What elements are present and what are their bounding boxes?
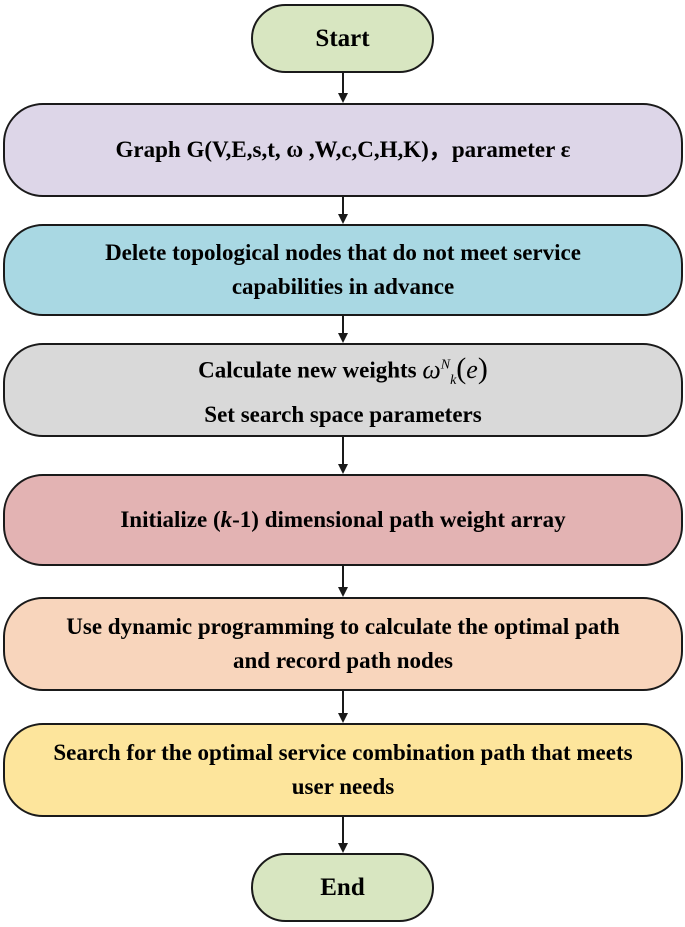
- init-pre: Initialize (: [120, 507, 221, 532]
- graph-input-node: Graph G(V,E,s,t, ω ,W,c,C,H,K)，parameter…: [3, 103, 683, 197]
- search-line-1: Search for the optimal service combinati…: [53, 740, 633, 765]
- formula-symbol: ω: [422, 354, 441, 384]
- start-node: Start: [251, 4, 434, 73]
- initialize-array-step: Initialize (k-1) dimensional path weight…: [3, 474, 683, 566]
- delete-line-2: capabilities in advance: [231, 274, 455, 299]
- init-post: -1) dimensional path weight array: [232, 507, 566, 532]
- dynamic-programming-step: Use dynamic programming to calculate the…: [3, 597, 683, 691]
- calc-line-1-text: Calculate new weights: [198, 357, 417, 383]
- search-line-2: user needs: [291, 774, 395, 799]
- start-label: Start: [315, 24, 370, 52]
- delete-nodes-step: Delete topological nodes that do not mee…: [3, 224, 683, 316]
- dp-line-1: Use dynamic programming to calculate the…: [66, 614, 620, 639]
- dp-line-2: and record path nodes: [232, 648, 454, 673]
- formula-argument: e: [466, 354, 478, 384]
- init-line: Initialize (k-1) dimensional path weight…: [120, 503, 565, 537]
- calc-line-1: Calculate new weights ωNk(e): [198, 348, 488, 398]
- end-label: End: [320, 873, 365, 901]
- graph-label: Graph G(V,E,s,t, ω ,W,c,C,H,K)，parameter…: [115, 137, 571, 162]
- formula-open-paren: (: [456, 351, 467, 385]
- init-var: k: [220, 507, 233, 532]
- calc-line-2: Set search space parameters: [204, 401, 482, 427]
- delete-line-1: Delete topological nodes that do not mee…: [105, 240, 581, 265]
- formula-superscript: N: [440, 357, 451, 373]
- search-path-step: Search for the optimal service combinati…: [3, 723, 683, 817]
- weight-formula: ωNk(e): [422, 351, 488, 388]
- formula-subscript: k: [450, 372, 457, 388]
- formula-close-paren: ): [477, 351, 488, 385]
- end-node: End: [251, 853, 434, 922]
- calculate-weights-step: Calculate new weights ωNk(e) Set search …: [3, 343, 683, 437]
